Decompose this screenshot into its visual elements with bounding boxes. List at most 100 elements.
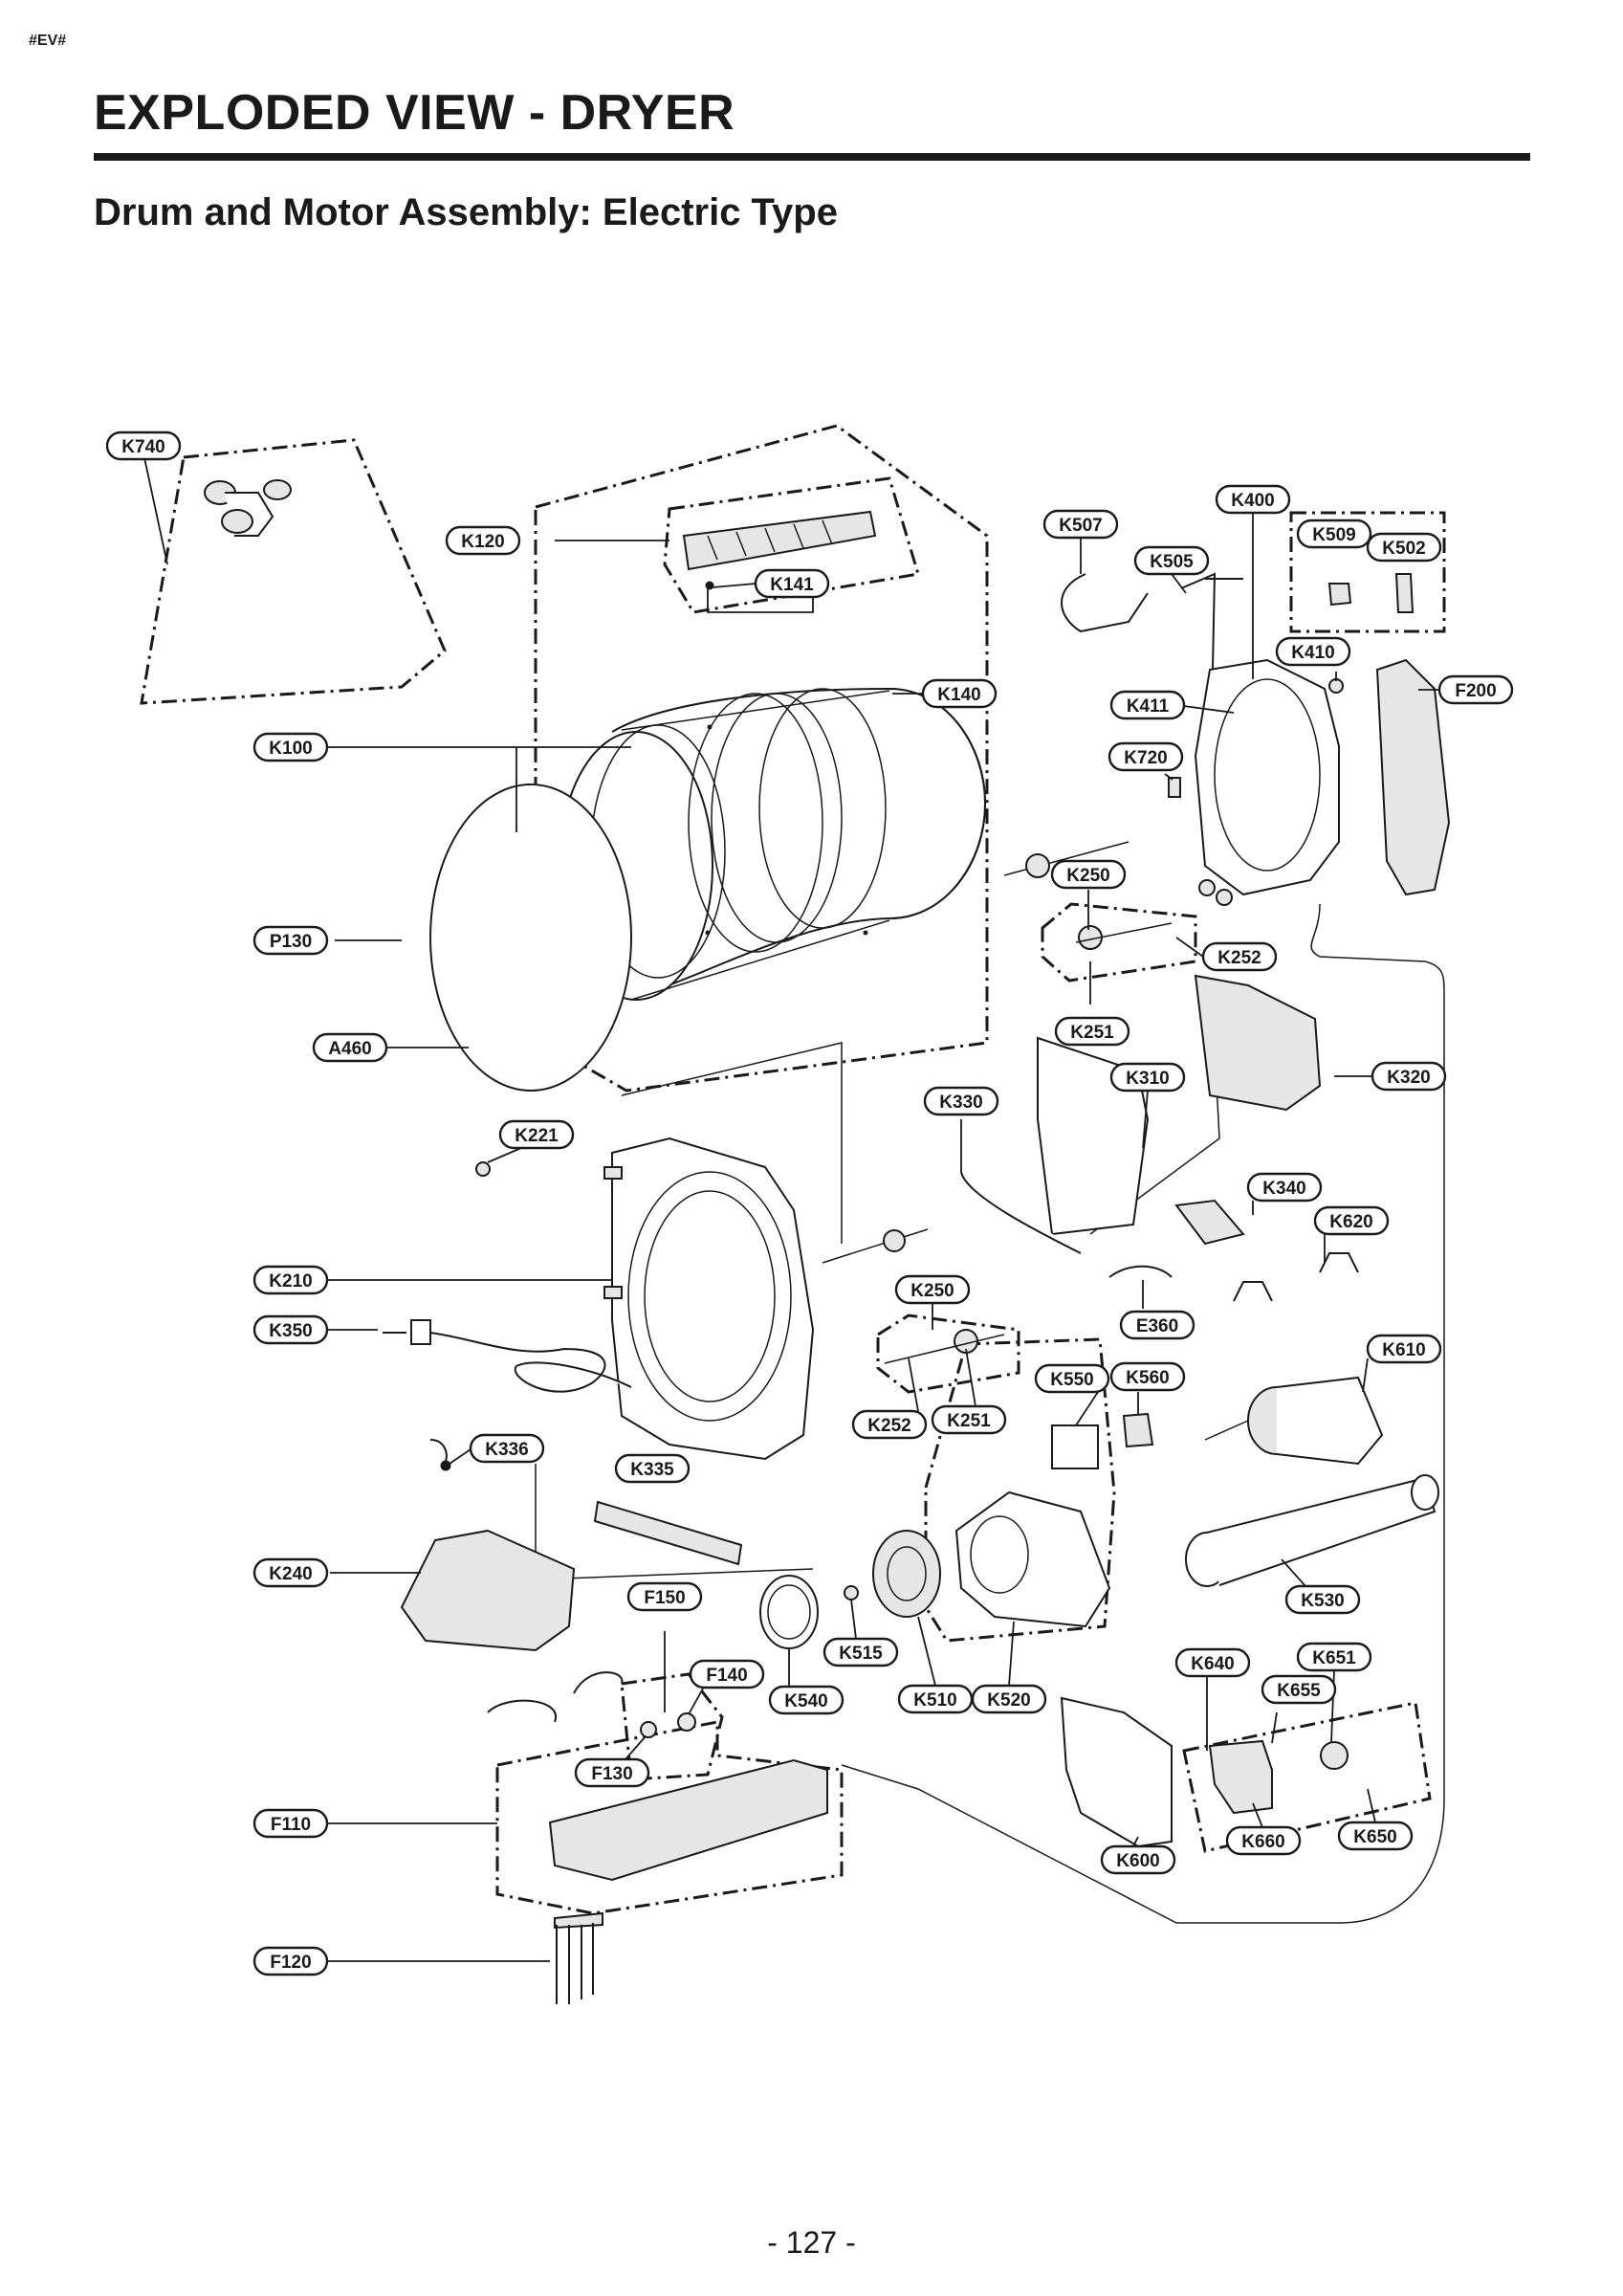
svg-text:K530: K530 <box>1301 1591 1344 1611</box>
svg-text:K507: K507 <box>1059 516 1102 536</box>
svg-text:K240: K240 <box>269 1564 312 1584</box>
baffle-drawing <box>682 510 877 590</box>
callout-k660: K660 <box>1225 1825 1302 1856</box>
callout-k400: K400 <box>1215 484 1291 515</box>
k330-strip <box>960 1171 1082 1254</box>
callout-p130: P130 <box>252 925 329 956</box>
svg-text:K250: K250 <box>910 1281 954 1301</box>
callout-k140: K140 <box>921 678 998 709</box>
callout-k509: K509 <box>1296 519 1372 549</box>
callout-k720: K720 <box>1108 741 1184 772</box>
svg-text:K510: K510 <box>913 1690 956 1711</box>
callout-k655: K655 <box>1261 1674 1337 1705</box>
callout-k740: K740 <box>105 430 182 461</box>
f150-wires <box>487 1671 624 1723</box>
outline-k250-upper <box>1041 902 1197 982</box>
callout-f120: F120 <box>252 1946 329 1976</box>
svg-text:P130: P130 <box>270 932 312 952</box>
callout-f200: F200 <box>1437 674 1514 705</box>
k410-part <box>1328 678 1344 694</box>
k560-part <box>1122 1412 1154 1448</box>
svg-text:K221: K221 <box>515 1126 559 1146</box>
outline-k509-k502 <box>1289 511 1446 633</box>
page-number: - 127 - <box>767 2225 856 2260</box>
svg-text:K650: K650 <box>1353 1827 1396 1847</box>
callout-k560: K560 <box>1109 1361 1186 1392</box>
callout-k600: K600 <box>1100 1844 1176 1875</box>
svg-text:K210: K210 <box>269 1271 312 1292</box>
belt-drawing <box>429 784 632 1092</box>
outline-k250-lower <box>876 1314 1020 1394</box>
k502-part <box>1394 573 1415 613</box>
svg-text:K250: K250 <box>1066 866 1109 886</box>
svg-text:K141: K141 <box>770 575 814 595</box>
callout-k250-upper: K250 <box>1050 859 1127 890</box>
svg-text:K252: K252 <box>1217 948 1261 968</box>
svg-text:F130: F130 <box>591 1764 632 1784</box>
callout-k640: K640 <box>1174 1647 1251 1678</box>
svg-text:K340: K340 <box>1262 1179 1305 1199</box>
outline-heater <box>495 1720 844 1915</box>
f110-heater <box>548 1758 828 1882</box>
callout-k507: K507 <box>1042 509 1119 540</box>
callout-f140: F140 <box>689 1659 765 1689</box>
svg-text:K520: K520 <box>987 1690 1030 1711</box>
f140-thermostat <box>677 1712 696 1732</box>
callout-k335: K335 <box>614 1453 691 1484</box>
callout-k502: K502 <box>1366 532 1442 563</box>
callout-f150: F150 <box>626 1581 703 1612</box>
svg-text:F200: F200 <box>1455 681 1496 701</box>
callout-k510: K510 <box>897 1684 974 1714</box>
callout-k540: K540 <box>768 1685 844 1715</box>
callout-k610: K610 <box>1366 1334 1442 1364</box>
callout-k252-upper: K252 <box>1201 941 1278 972</box>
svg-text:K550: K550 <box>1050 1370 1093 1390</box>
svg-text:K120: K120 <box>461 532 504 552</box>
svg-text:K720: K720 <box>1124 748 1167 768</box>
vent-fitting-drawing <box>204 479 292 537</box>
svg-text:E360: E360 <box>1136 1316 1178 1336</box>
part-drawings <box>204 479 1451 2004</box>
svg-text:K400: K400 <box>1231 491 1274 511</box>
k240-duct <box>400 1529 576 1652</box>
svg-text:K251: K251 <box>947 1411 991 1431</box>
k660-bracket <box>1208 1739 1273 1815</box>
callout-k210: K210 <box>252 1265 329 1295</box>
k530-tube <box>1185 1474 1439 1587</box>
callout-k336: K336 <box>469 1433 545 1464</box>
svg-text:K660: K660 <box>1241 1832 1284 1852</box>
rear-bulkhead-drawing <box>1194 658 1340 896</box>
callout-k515: K515 <box>822 1637 899 1667</box>
callout-k520: K520 <box>971 1684 1047 1714</box>
e360-part <box>1108 1265 1173 1278</box>
svg-text:K251: K251 <box>1070 1023 1114 1043</box>
svg-text:K336: K336 <box>485 1440 528 1460</box>
k720-part <box>1168 777 1181 798</box>
blower-drawing <box>872 1490 1111 1628</box>
svg-text:K651: K651 <box>1312 1648 1356 1668</box>
svg-text:K640: K640 <box>1191 1654 1234 1674</box>
svg-text:K655: K655 <box>1277 1681 1321 1701</box>
svg-text:K540: K540 <box>784 1691 827 1711</box>
title-rule <box>94 153 1530 161</box>
callout-k221: K221 <box>498 1119 575 1150</box>
svg-text:K320: K320 <box>1387 1068 1430 1088</box>
svg-text:K505: K505 <box>1150 552 1194 572</box>
svg-text:K610: K610 <box>1382 1340 1425 1360</box>
k515-part <box>844 1585 859 1601</box>
k540-ring <box>759 1575 819 1649</box>
svg-text:K740: K740 <box>121 437 164 457</box>
callout-k250-lower: K250 <box>894 1274 971 1305</box>
callout-k651: K651 <box>1296 1642 1372 1672</box>
f200-filter <box>1375 658 1451 896</box>
k221-bolt <box>475 1161 491 1177</box>
svg-text:K140: K140 <box>937 685 980 705</box>
callout-k330: K330 <box>923 1086 999 1116</box>
callout-e360: E360 <box>1119 1310 1195 1340</box>
outline-right-connector <box>1234 903 1445 1924</box>
svg-text:K502: K502 <box>1382 539 1425 559</box>
callout-k530: K530 <box>1284 1584 1361 1615</box>
k610-motor <box>1204 1376 1384 1466</box>
svg-text:F140: F140 <box>706 1666 747 1686</box>
callout-k620: K620 <box>1313 1205 1390 1236</box>
